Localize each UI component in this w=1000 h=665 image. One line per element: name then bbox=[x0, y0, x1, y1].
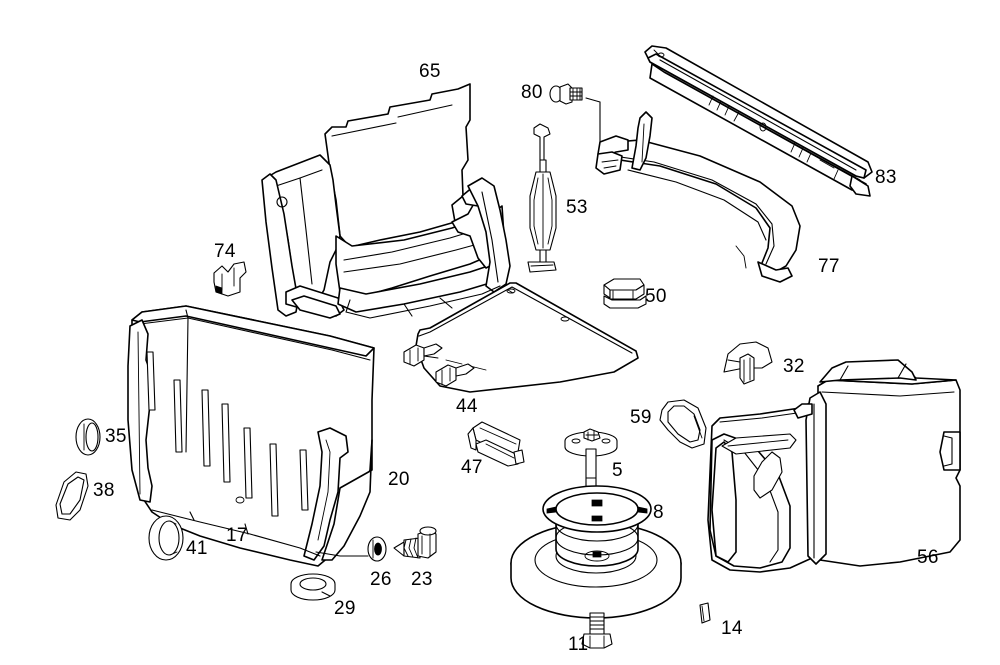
callout-38: 38 bbox=[93, 480, 115, 501]
part-77-rear-cross-panel bbox=[595, 111, 801, 283]
part-59-strap-loop bbox=[659, 399, 707, 449]
callout-59: 59 bbox=[630, 407, 652, 428]
part-35-grommet-ring bbox=[75, 418, 101, 456]
part-26-washer bbox=[367, 536, 387, 562]
callout-23: 23 bbox=[411, 569, 433, 590]
part-56-trunk-side-liner-right bbox=[707, 359, 961, 573]
bulkhead-louvre-slots bbox=[146, 351, 309, 517]
callout-56: 56 bbox=[917, 547, 939, 568]
part-41-round-grommet bbox=[148, 515, 184, 561]
part-50-mounting-block bbox=[603, 278, 647, 309]
part-23-self-tapping-screw bbox=[393, 526, 437, 559]
part-20-bulkhead-panel bbox=[127, 305, 375, 567]
part-83-rear-shelf-rail bbox=[644, 45, 873, 197]
part-5-wheel-hold-down-bolt bbox=[564, 428, 618, 498]
part-44-floor-mat-board bbox=[403, 282, 639, 393]
callout-83: 83 bbox=[875, 167, 897, 188]
callout-47: 47 bbox=[461, 457, 483, 478]
part-8-spare-wheel-assembly bbox=[510, 485, 682, 619]
callout-41: 41 bbox=[186, 538, 208, 559]
callout-80: 80 bbox=[521, 82, 543, 103]
callout-74: 74 bbox=[214, 241, 236, 262]
leader-26 bbox=[315, 551, 369, 557]
callout-35: 35 bbox=[105, 426, 127, 447]
part-29-blanking-plug bbox=[290, 573, 336, 601]
part-53-jack-spindle bbox=[527, 123, 557, 273]
part-74-retaining-clip bbox=[213, 261, 247, 297]
callout-26: 26 bbox=[370, 569, 392, 590]
callout-77: 77 bbox=[818, 256, 840, 277]
callout-53: 53 bbox=[566, 197, 588, 218]
callout-29: 29 bbox=[334, 598, 356, 619]
callout-44: 44 bbox=[456, 396, 478, 417]
callout-20: 20 bbox=[388, 469, 410, 490]
part-38-oval-plug bbox=[55, 471, 89, 521]
part-65-trunk-side-liner-left bbox=[261, 83, 511, 319]
callout-8: 8 bbox=[653, 502, 664, 523]
part-11-hex-bolt bbox=[581, 612, 613, 649]
callout-50: 50 bbox=[645, 286, 667, 307]
part-44-clips bbox=[403, 343, 475, 387]
part-47-bracket-rail bbox=[467, 421, 525, 467]
part-32-wedge-stop bbox=[723, 341, 773, 385]
callout-32: 32 bbox=[783, 356, 805, 377]
part-14-foam-pad bbox=[699, 602, 711, 624]
part-80-expanding-rivet bbox=[549, 83, 583, 105]
callout-65: 65 bbox=[419, 61, 441, 82]
callout-14: 14 bbox=[721, 618, 743, 639]
callout-17: 17 bbox=[226, 525, 248, 546]
callout-11: 11 bbox=[568, 634, 589, 655]
callout-5: 5 bbox=[612, 460, 623, 481]
leader-29 bbox=[321, 591, 331, 597]
